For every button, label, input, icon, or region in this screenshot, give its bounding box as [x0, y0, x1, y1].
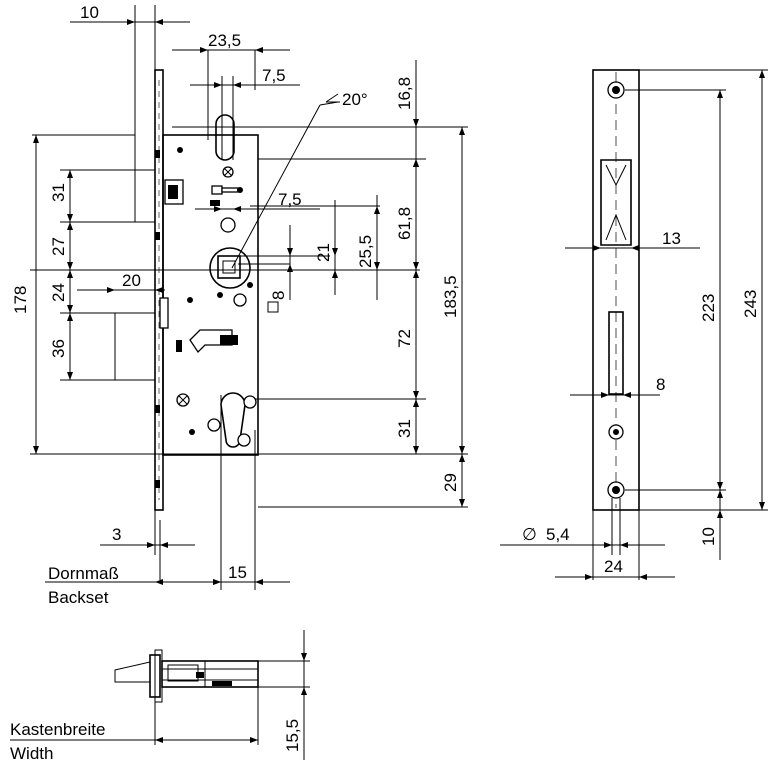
- side-dimension-texts: 13 8 24 ∅ 5,4 223 243 10: [522, 229, 760, 576]
- backset-label: Dornmaß Backset: [48, 564, 119, 607]
- side-extension-lines: [592, 69, 768, 580]
- dim-36: 36: [49, 339, 68, 358]
- square-symbol: [267, 301, 279, 313]
- small-parts: [176, 147, 253, 354]
- backset-label-en: Backset: [48, 588, 109, 607]
- side-view: 13 8 24 ∅ 5,4 223 243 10: [500, 69, 768, 580]
- dimension-lines: [33, 19, 465, 585]
- dim-21: 21: [314, 243, 333, 262]
- dim-178: 178: [11, 286, 30, 314]
- deadbolt: [114, 297, 169, 381]
- dim-13: 13: [662, 229, 681, 248]
- spindle-follower: [209, 247, 251, 289]
- dim-223: 223: [699, 294, 718, 322]
- cylinder-cutout: [176, 392, 257, 448]
- dim-7-5-top: 7,5: [262, 66, 286, 85]
- diameter-symbol: ∅: [522, 525, 537, 544]
- width-label-en: Width: [10, 744, 53, 763]
- dim-27: 27: [49, 237, 68, 256]
- dim-10-side: 10: [699, 527, 718, 546]
- angle-symbol: [325, 93, 340, 103]
- dim-23-5: 23,5: [208, 31, 241, 50]
- dim-31-right: 31: [395, 419, 414, 438]
- dim-20: 20: [122, 271, 141, 290]
- dim-10-top: 10: [80, 3, 99, 22]
- dim-243: 243: [741, 290, 760, 318]
- dim-3: 3: [112, 525, 121, 544]
- latch-bolt: [134, 169, 184, 223]
- backset-label-de: Dornmaß: [48, 564, 119, 583]
- width-label-de: Kastenbreite: [10, 720, 105, 739]
- dim-15: 15: [228, 563, 247, 582]
- forend-tail: [220, 455, 256, 590]
- extension-lines-horizontal: [30, 126, 468, 508]
- dim-29: 29: [441, 473, 460, 492]
- dim-61-8: 61,8: [395, 207, 414, 240]
- dim-8-square: 8: [269, 291, 288, 300]
- side-dimension-lines: [500, 70, 765, 580]
- dim-16-8: 16,8: [395, 77, 414, 110]
- top-view: 15,5 Kastenbreite Width: [10, 630, 310, 763]
- dim-31-left: 31: [49, 183, 68, 202]
- dim-24-left: 24: [49, 283, 68, 302]
- dim-15-5: 15,5: [283, 719, 302, 752]
- dim-24-side: 24: [604, 557, 623, 576]
- dim-20-angle: 20°: [342, 90, 368, 109]
- side-latch-opening: [600, 159, 632, 246]
- dim-25-5: 25,5: [356, 235, 375, 268]
- dim-7-5-mid: 7,5: [278, 190, 302, 209]
- dim-72: 72: [395, 329, 414, 348]
- upper-slot: [215, 114, 235, 161]
- front-view-dimension-texts: 10 23,5 7,5 20° 7,5 20 3 15 16,8 61,8 72…: [11, 3, 460, 582]
- side-faceplate: [592, 69, 640, 511]
- front-view: 10 23,5 7,5 20° 7,5 20 3 15 16,8 61,8 72…: [11, 3, 468, 607]
- side-deadbolt-opening: [608, 311, 624, 395]
- dim-5-4: 5,4: [546, 525, 570, 544]
- side-screw-holes: [607, 81, 625, 499]
- lock-case-body: [162, 134, 259, 456]
- dim-8-side: 8: [656, 375, 665, 394]
- dim-183-5: 183,5: [441, 275, 460, 318]
- dim-5-4-group: ∅ 5,4: [522, 525, 570, 544]
